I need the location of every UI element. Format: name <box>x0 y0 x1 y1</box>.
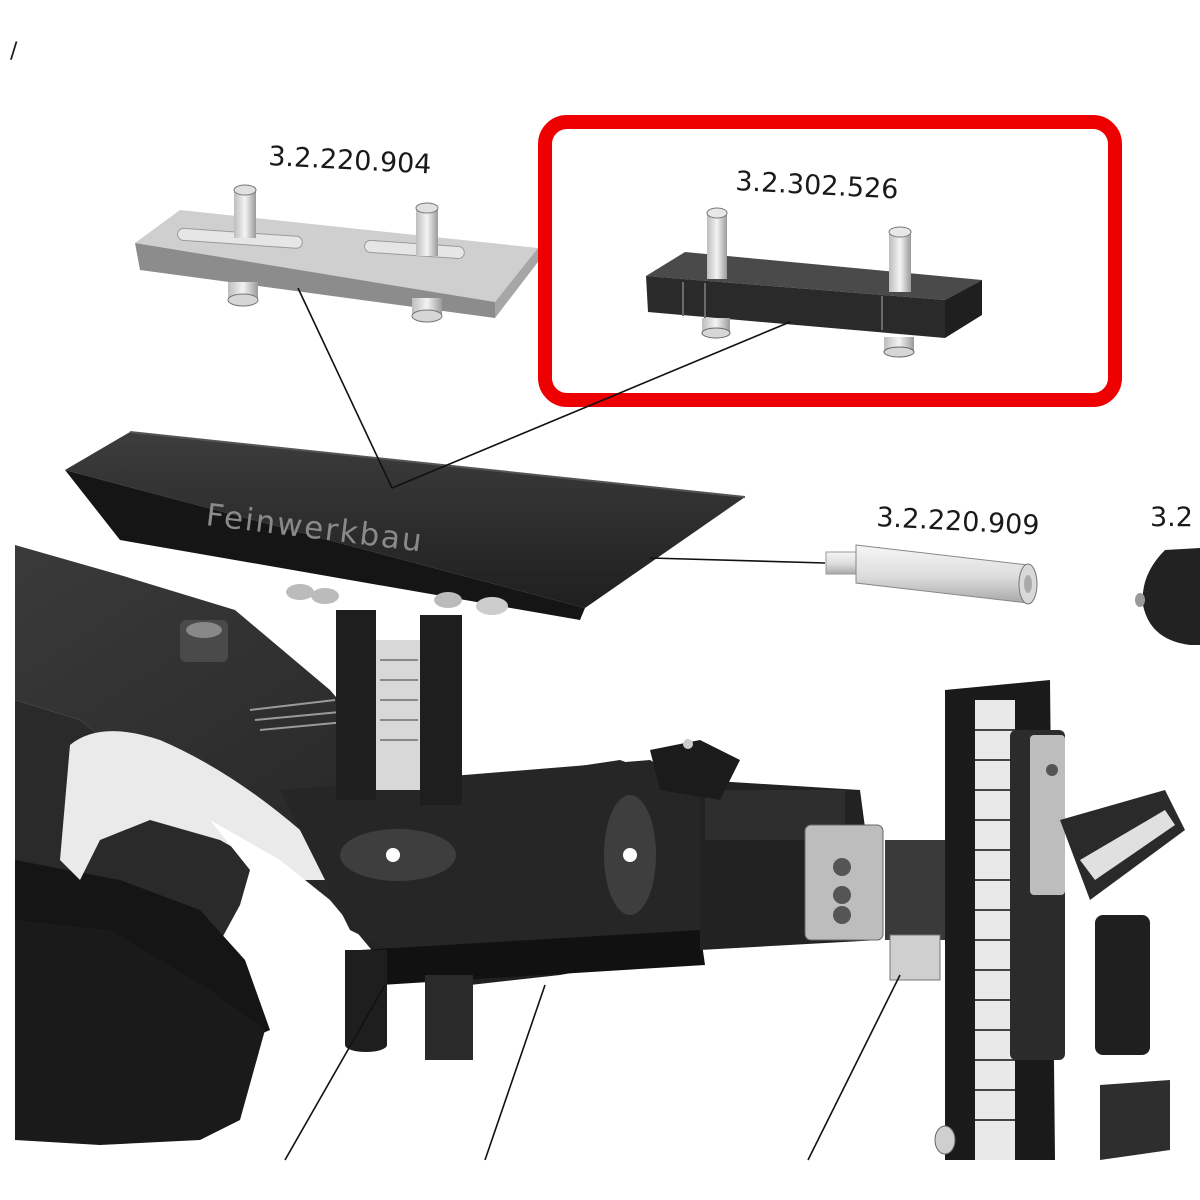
cheekpiece: Feinwerkbau <box>65 431 746 620</box>
label-mount-plate-light: 3.2.220.904 <box>268 141 433 180</box>
label-mount-plate-dark: 3.2.302.526 <box>735 166 900 205</box>
label-right-edge-partial: 3.2 <box>1150 502 1193 533</box>
spacer-part <box>825 544 1038 605</box>
leader-lines <box>284 287 901 1161</box>
mount-plate-light-part <box>135 184 538 323</box>
riser-posts <box>336 610 473 1060</box>
sight-assembly <box>650 680 1185 1160</box>
partial-cylinder-right <box>1135 548 1200 645</box>
mount-plate-dark-part <box>646 207 982 358</box>
corner-mark: / <box>10 39 18 64</box>
highlight-frame <box>538 115 1122 407</box>
stock-body <box>15 545 705 1145</box>
label-spacer: 3.2.220.909 <box>876 502 1041 541</box>
